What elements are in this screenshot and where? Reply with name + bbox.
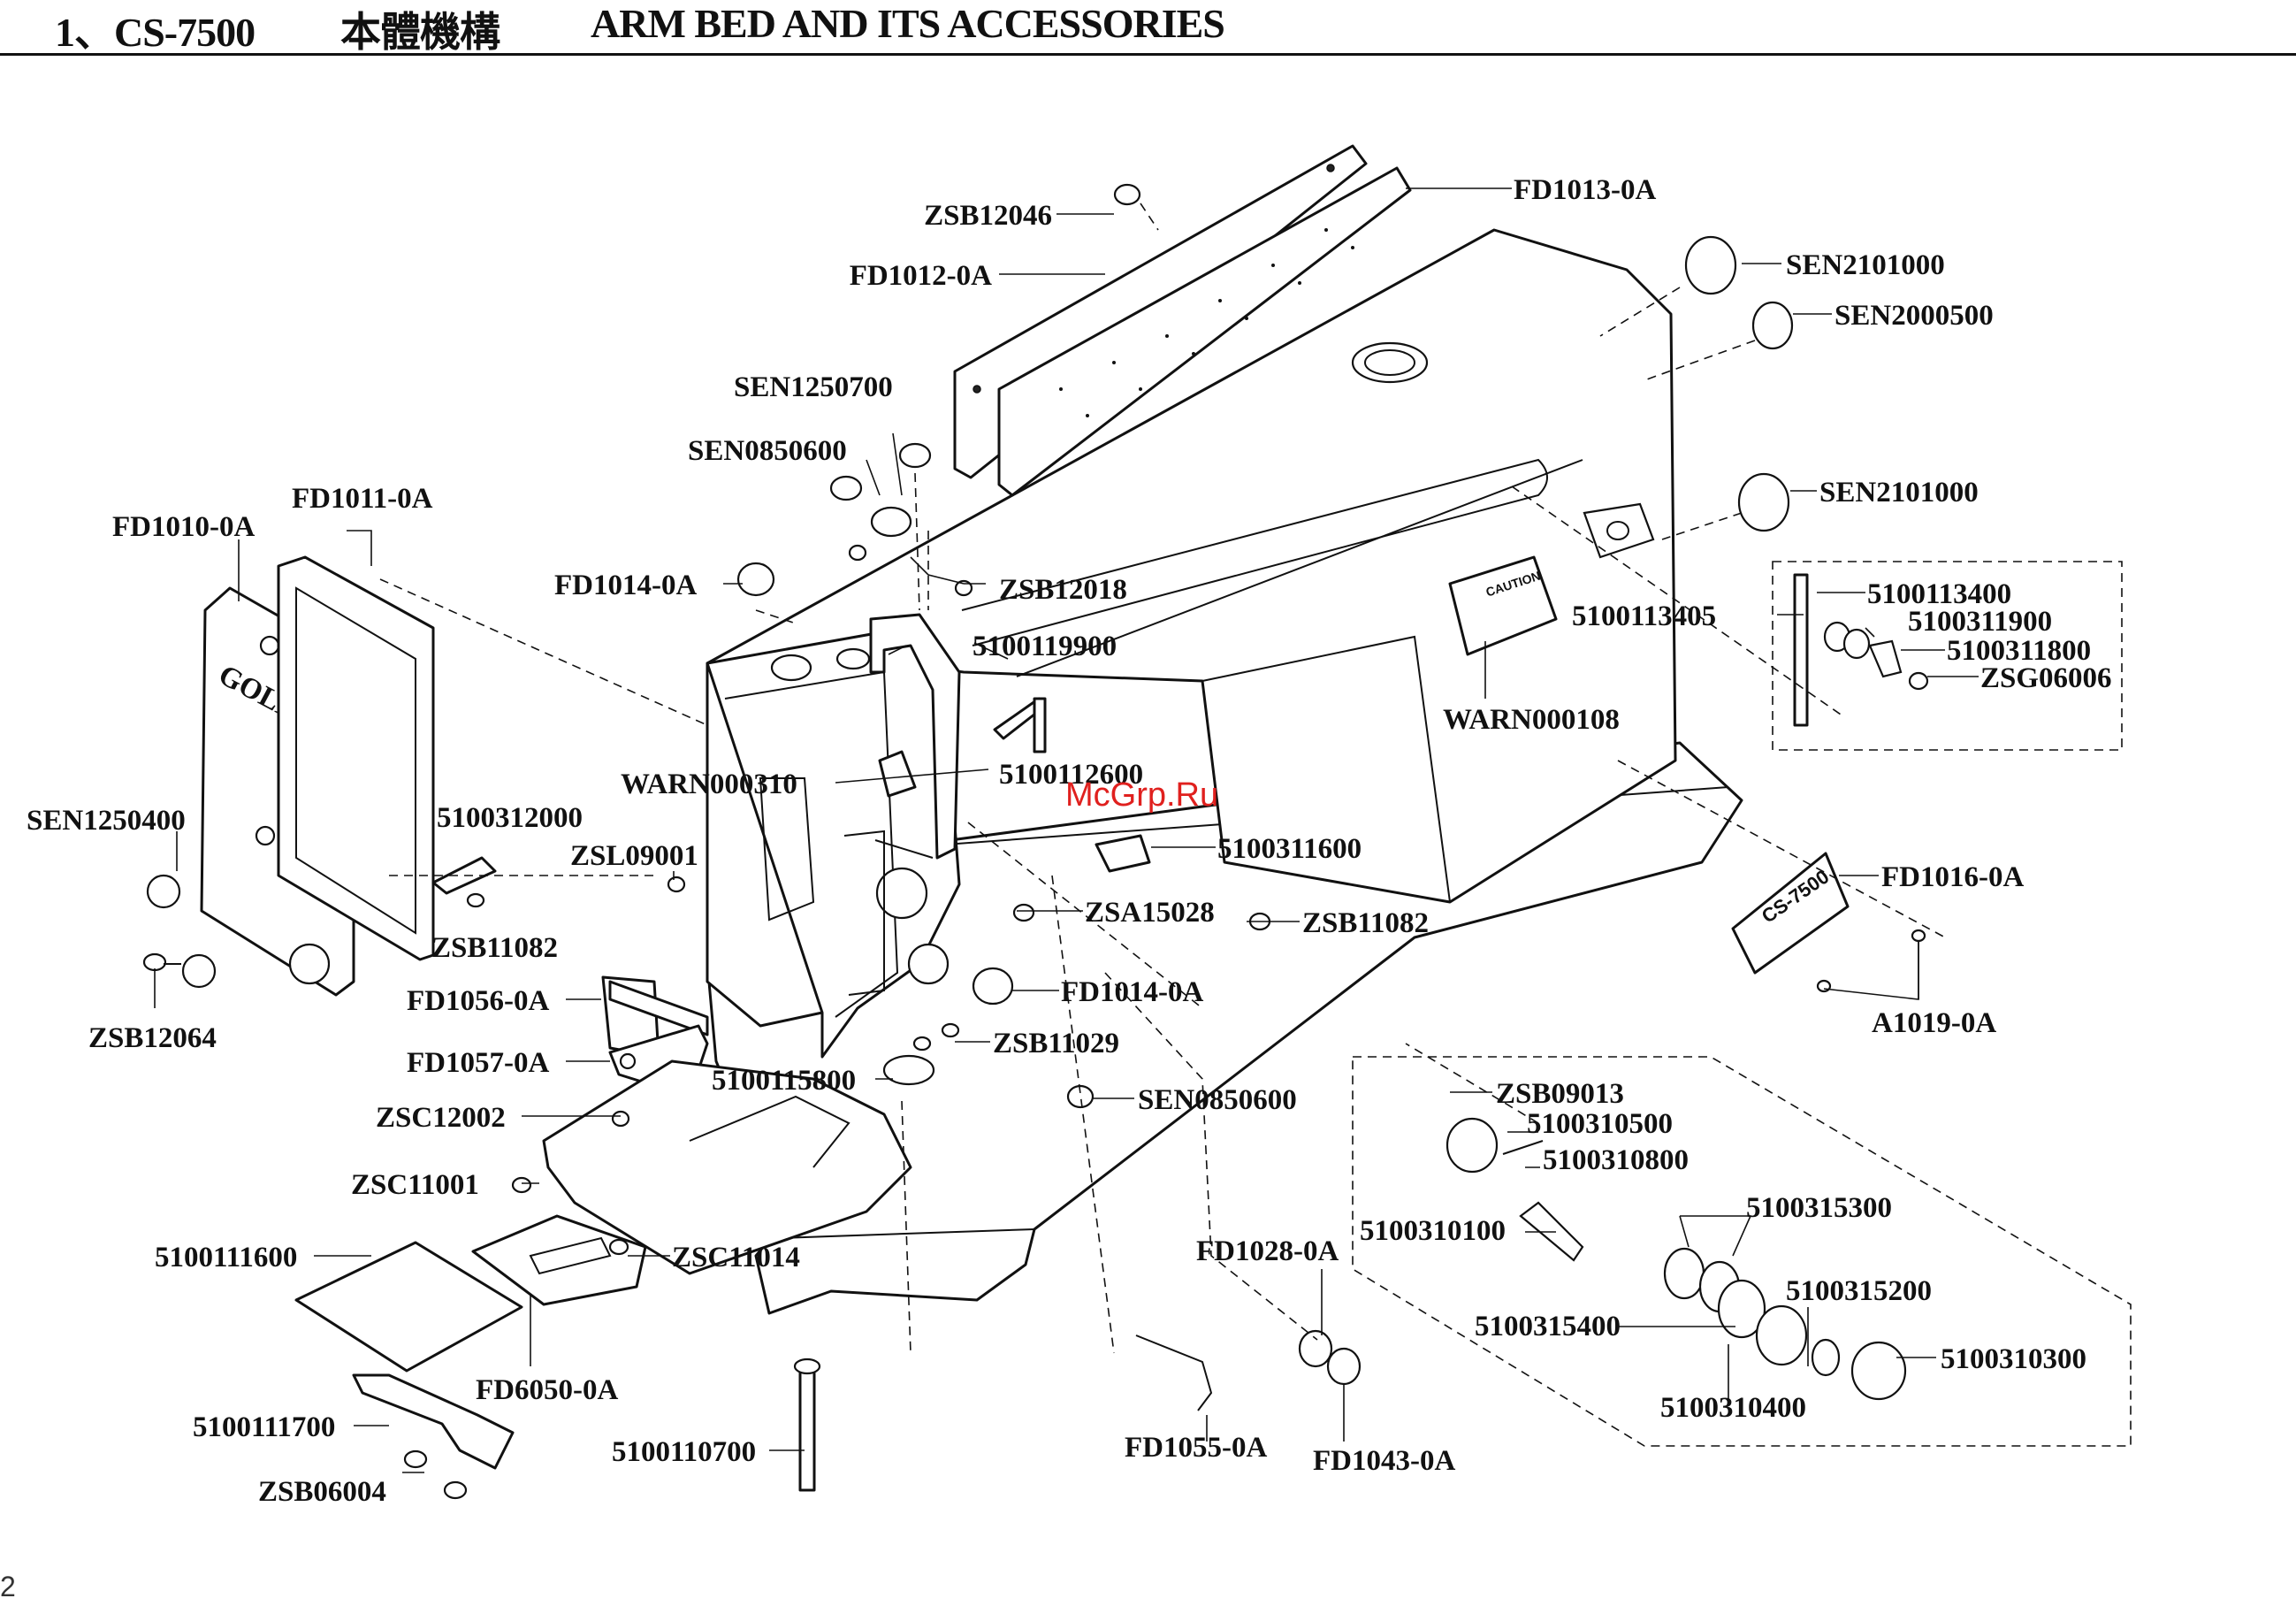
part-label: ZSB09013: [1496, 1078, 1624, 1110]
oil-pan-5100115800: [542, 1059, 912, 1275]
part-label: ZSC12002: [376, 1102, 506, 1134]
part-label: 5100315300: [1746, 1192, 1892, 1224]
page-header: 1、CS-7500 本體機構 ARM BED AND ITS ACCESSORI…: [0, 0, 2296, 57]
page-number: 2: [0, 1571, 16, 1602]
part-label: FD1011-0A: [292, 483, 433, 515]
machine-arm: [706, 228, 1677, 1028]
part-label: ZSL09001: [570, 840, 698, 872]
title-chinese: 本體機構: [340, 10, 500, 55]
rubber-plugs-sen1250400: [146, 874, 217, 989]
part-label: 5100311800: [1947, 635, 2091, 667]
feed-dog-5100111700: [352, 1373, 515, 1470]
part-label: 5100315400: [1475, 1311, 1621, 1342]
screws-zsb06004: [403, 1449, 468, 1500]
part-label: ZSC11001: [351, 1169, 479, 1201]
needle-plate-fd6050: [471, 1214, 647, 1306]
part-label: FD1012-0A: [850, 260, 992, 292]
part-label: SEN2000500: [1835, 300, 1994, 332]
face-gasket-fd1011: [277, 555, 435, 961]
spindle-group-5100113405: [1772, 561, 2123, 751]
part-label: 5100310500: [1527, 1108, 1673, 1140]
part-label: FD1055-0A: [1125, 1432, 1267, 1464]
part-labels: ZSB12046 FD1013-0A FD1012-0A SEN2101000 …: [27, 174, 2112, 1508]
part-label: 5100315200: [1786, 1275, 1932, 1307]
bracket-5100312000: [431, 856, 497, 908]
part-label: 5100310400: [1660, 1392, 1806, 1424]
part-label: FD6050-0A: [476, 1374, 618, 1406]
part-label: ZSB11082: [1302, 907, 1429, 939]
screw-zsb12064: [142, 952, 181, 972]
part-label: 5100111700: [193, 1411, 335, 1443]
part-label: ZSB12018: [999, 574, 1127, 606]
part-label: SEN2101000: [1786, 249, 1945, 281]
title-english: ARM BED AND ITS ACCESSORIES: [591, 1, 1225, 46]
top-gasket-fd1013: [997, 166, 1412, 497]
header-rule: [0, 53, 2296, 56]
part-label: ZSA15028: [1085, 897, 1215, 929]
part-label: A1019-0A: [1872, 1007, 1996, 1039]
shaft-5100110700: [793, 1357, 821, 1492]
part-label: 5100110700: [612, 1436, 756, 1468]
machine-head: [706, 626, 961, 1059]
part-label: ZSB12064: [88, 1022, 217, 1054]
alignment-lines: [379, 203, 1946, 1354]
rubber-feet: [1684, 235, 1794, 532]
part-label: 5100115800: [712, 1065, 856, 1097]
part-label: FD1056-0A: [407, 985, 549, 1017]
thread-guard-5100112600: [869, 613, 961, 860]
watermark: McGrp.Ru: [1065, 776, 1219, 814]
part-label: ZSC11014: [672, 1242, 800, 1273]
part-label: 5100311900: [1908, 606, 2052, 638]
part-label: FD1010-0A: [112, 511, 255, 543]
nameplate-fd1016: CS-7500: [1731, 852, 1850, 975]
part-label: 5100111600: [155, 1242, 297, 1273]
model-number: 1、CS-7500: [55, 10, 256, 55]
part-label: WARN000108: [1443, 704, 1620, 736]
part-label: SEN1250700: [734, 371, 893, 403]
part-label: SEN0850600: [688, 435, 847, 467]
slide-plate-5100111600: [294, 1241, 523, 1373]
part-label: FD1016-0A: [1881, 861, 2024, 893]
part-label: 5100310800: [1543, 1144, 1689, 1176]
part-label: FD1043-0A: [1313, 1445, 1455, 1477]
part-label: ZSB11029: [993, 1028, 1119, 1059]
part-label: ZSB11082: [431, 932, 558, 964]
lever-5100119900: [993, 697, 1047, 753]
leader-lines: [154, 187, 1979, 1473]
part-label: 5100312000: [437, 802, 583, 834]
part-label: FD1057-0A: [407, 1047, 549, 1079]
part-label: ZSB12046: [924, 200, 1052, 232]
part-label: 5100311600: [1217, 833, 1362, 865]
bobbin-winder-group: [1298, 1056, 2132, 1447]
part-label: 5100119900: [973, 631, 1117, 662]
part-label: 5100112600: [999, 759, 1143, 791]
part-label: WARN000310: [621, 769, 797, 800]
part-label: 5100310100: [1360, 1215, 1506, 1247]
hook-rod-fd1055: [1135, 1335, 1213, 1411]
caution-label: CAUTION: [1448, 555, 1558, 656]
part-label: ZSG06006: [1980, 662, 2112, 694]
part-label: SEN0850600: [1138, 1084, 1297, 1116]
part-label: SEN2101000: [1819, 477, 1979, 509]
part-label: FD1013-0A: [1514, 174, 1656, 206]
part-label: SEN1250400: [27, 805, 186, 837]
part-label: 5100310300: [1941, 1343, 2086, 1375]
part-label: 5100113400: [1867, 578, 2011, 610]
part-label: 5100113405: [1572, 600, 1716, 632]
part-label: FD1028-0A: [1196, 1235, 1339, 1267]
part-label: FD1014-0A: [554, 570, 697, 601]
part-label: FD1014-0A: [1061, 976, 1203, 1008]
part-label: ZSB06004: [258, 1476, 386, 1508]
